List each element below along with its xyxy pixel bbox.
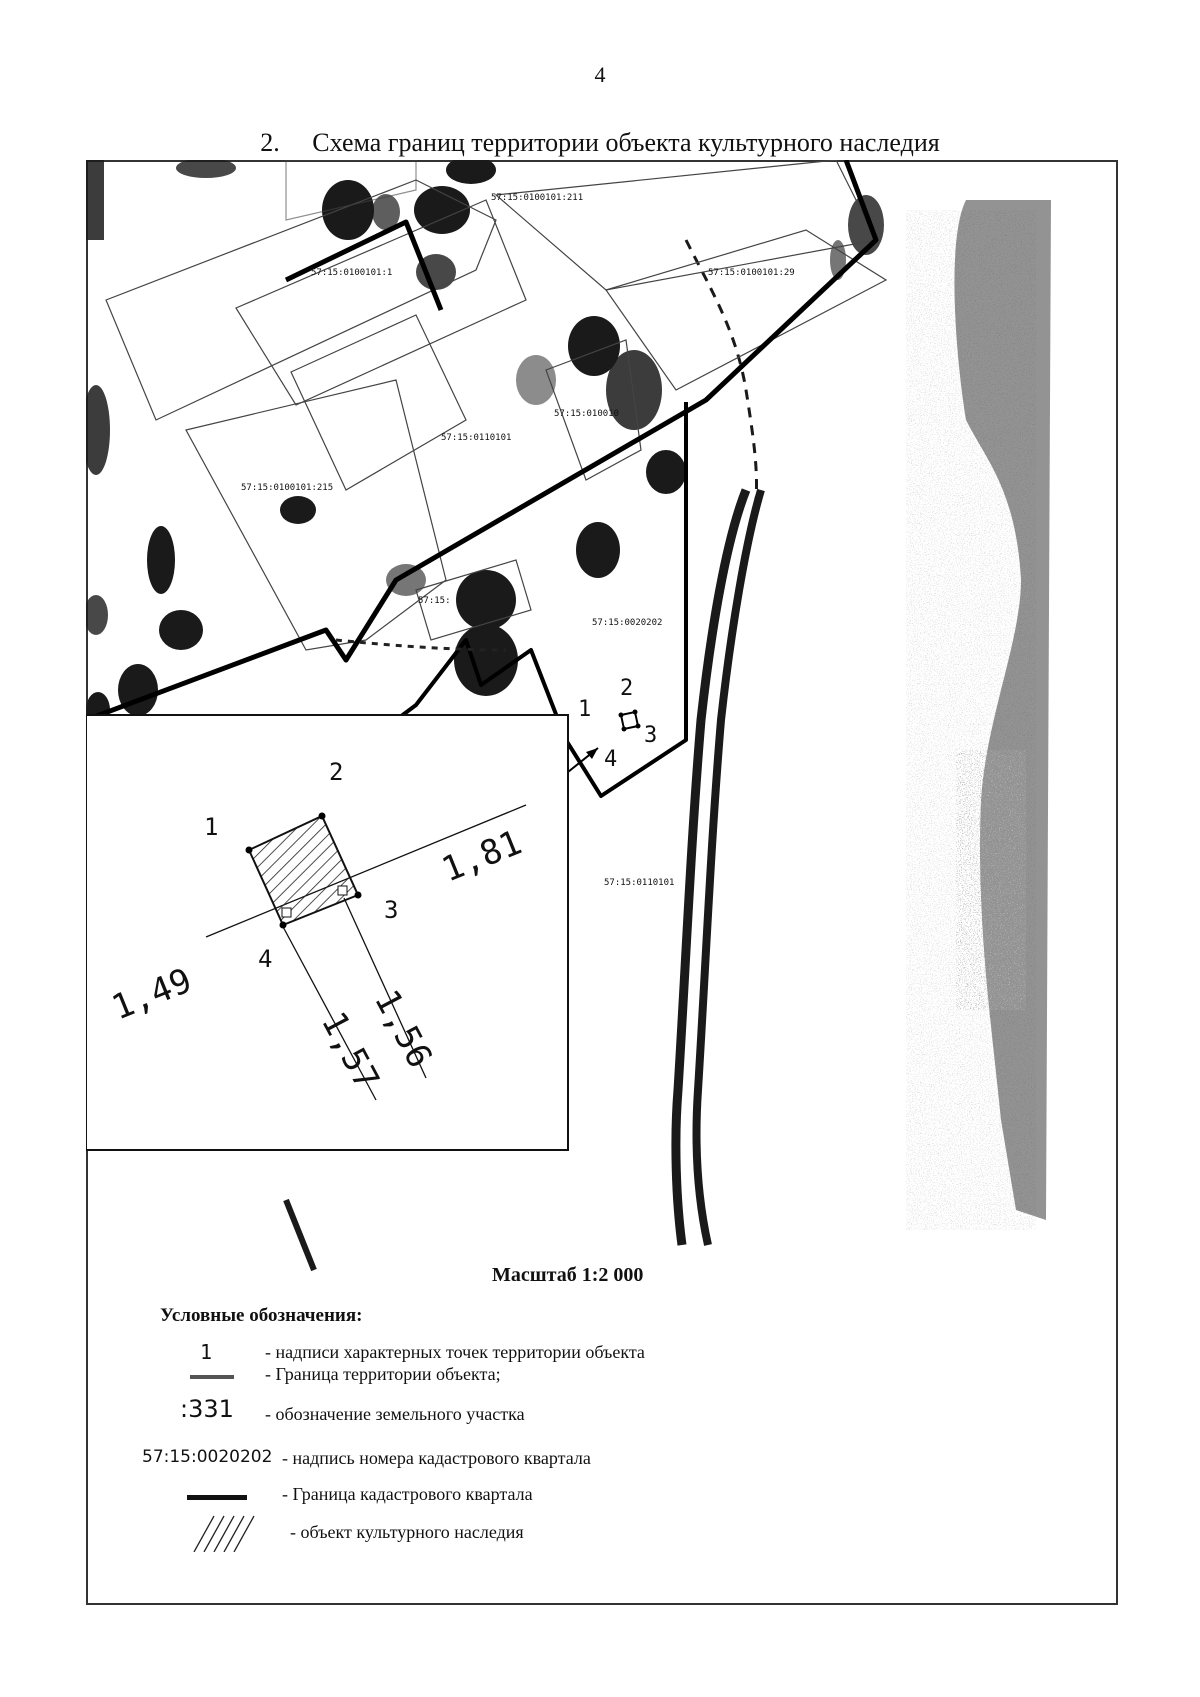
inset-detail: 1 2 3 4 1,81 1,49 1,56 1,57 <box>86 714 569 1151</box>
legend-text: - Граница кадастрового квартала <box>282 1484 533 1504</box>
legend-title: Условные обозначения: <box>160 1305 363 1326</box>
point-label: 1 <box>578 697 591 722</box>
aerial-speckle-right <box>906 200 1051 1230</box>
legend-symbol-parcel: :331 <box>180 1395 234 1423</box>
legend-text: - надпись номера кадастрового квартала <box>282 1448 591 1468</box>
dashed-boundary <box>335 638 507 652</box>
legend-symbol-point: 1 <box>200 1340 213 1364</box>
road-lines <box>283 239 765 1272</box>
legend-symbol-quarter-number: 57:15:0020202 <box>142 1447 273 1467</box>
site-marker: 1 2 3 4 <box>567 676 657 773</box>
territory-boundary <box>394 402 688 798</box>
parcel-label: 57:15:0100101:1 <box>311 268 392 278</box>
inset-point-label: 4 <box>258 945 272 973</box>
scale-label: Масштаб 1:2 000 <box>492 1264 644 1286</box>
parcel-label: 57:15:0110101 <box>604 878 674 888</box>
section-number: 2. <box>260 128 280 157</box>
parcel-label: 57:15:010010 <box>554 409 619 419</box>
legend-text: - обозначение земельного участка <box>265 1404 525 1424</box>
legend-symbol-territory-line <box>190 1375 234 1379</box>
section-title-text: Схема границ территории объекта культурн… <box>312 128 940 157</box>
point-label: 4 <box>604 747 617 772</box>
inset-point-label: 2 <box>329 758 343 786</box>
legend-text: - объект культурного наследия <box>290 1522 524 1542</box>
parcel-label: 57:15:0100101:29 <box>708 268 795 278</box>
cadastral-quarter-boundary <box>86 160 879 730</box>
parcel-label: 57:15:0100101:215 <box>241 483 333 493</box>
parcel-label: 57:15: <box>418 596 451 606</box>
parcel-label: 57:15:0020202 <box>592 618 662 628</box>
section-title: 2. Схема границ территории объекта культ… <box>0 128 1200 158</box>
aerial-photo-texture <box>86 160 884 728</box>
legend-symbol-quarter-line <box>187 1495 247 1500</box>
page-number: 4 <box>594 62 606 87</box>
legend-text: - надписи характерных точек территории о… <box>265 1342 645 1362</box>
inset-point-label: 1 <box>204 813 218 841</box>
cadastral-map: 57:15:0100101:211 57:15:0100101:1 57:15:… <box>86 160 1051 1272</box>
parcel-label: 57:15:0110101 <box>441 433 511 443</box>
land-parcels <box>105 160 888 651</box>
inset-point-label: 3 <box>384 896 398 924</box>
point-label: 3 <box>644 723 657 748</box>
point-label: 2 <box>620 676 633 701</box>
legend-symbol-hatch <box>193 1515 255 1552</box>
parcel-label: 57:15:0100101:211 <box>491 193 583 203</box>
legend-text: - Граница территории объекта; <box>265 1364 501 1384</box>
